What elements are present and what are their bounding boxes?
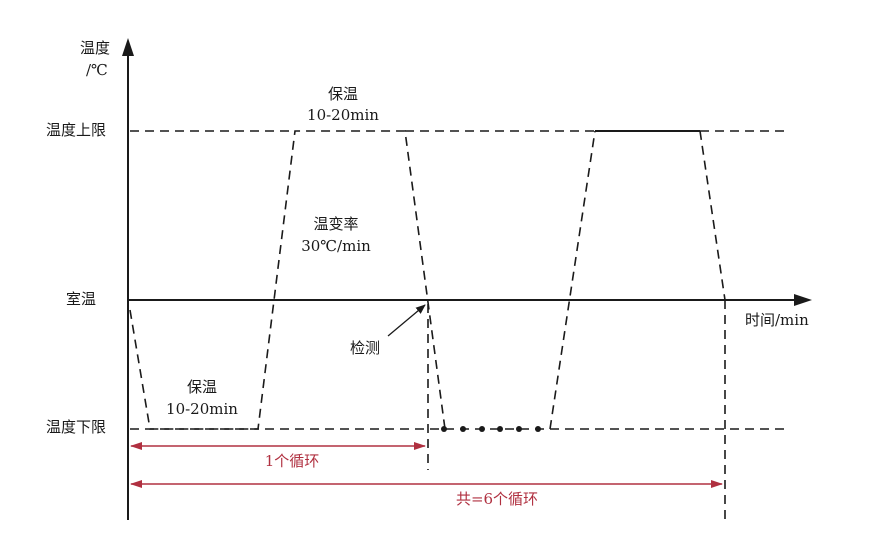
cycle-ellipsis-dot: [460, 426, 466, 432]
lower-hold-time: 10-20min: [166, 400, 238, 418]
rate-title: 温变率: [313, 215, 359, 233]
lower-hold-title: 保温: [186, 378, 218, 396]
room-temp-label: 室温: [66, 290, 97, 308]
total-cycles-label: 共=6个循环: [455, 490, 539, 508]
y-axis-label: 温度: [80, 39, 111, 57]
detect-label: 检测: [350, 339, 381, 357]
lower-limit-label: 温度下限: [46, 418, 107, 436]
temperature-profile-cycle-1: [129, 130, 446, 430]
upper-hold-time: 10-20min: [307, 106, 379, 124]
temperature-profile-last-cycle: [549, 130, 596, 430]
cycle-ellipsis-dot: [479, 426, 485, 432]
cycle-ellipsis-dot: [535, 426, 541, 432]
y-axis-unit: /℃: [86, 61, 108, 79]
cycle-ellipsis-dot: [516, 426, 522, 432]
detect-arrow: [387, 304, 426, 337]
one-cycle-label: 1个循环: [264, 452, 320, 470]
upper-hold-title: 保温: [327, 85, 359, 103]
x-axis-arrowhead: [794, 294, 812, 306]
y-axis-arrowhead: [122, 38, 134, 56]
rate-value: 30℃/min: [301, 237, 371, 255]
cycle-ellipsis-dot: [497, 426, 503, 432]
x-axis-label: 时间/min: [745, 311, 809, 329]
cycle-ellipsis-dot: [441, 426, 447, 432]
upper-limit-label: 温度上限: [46, 121, 107, 139]
temperature-profile-last-cycle-down: [699, 130, 726, 301]
